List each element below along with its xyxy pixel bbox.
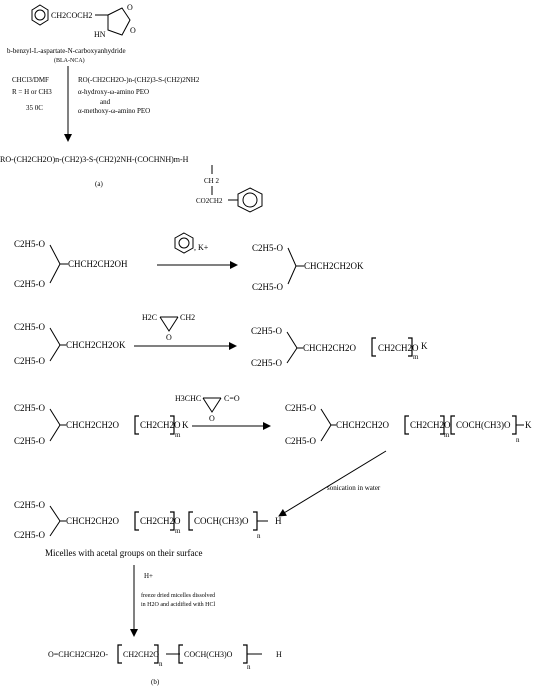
step3-right-top: C2H5-O (285, 403, 316, 413)
reactant-group: CH2COCH2 (51, 11, 92, 20)
micelle-m: m (175, 527, 181, 535)
sonication-label: sonication in water (327, 484, 381, 492)
step3-reagent-o: O (209, 414, 215, 423)
label-a: (a) (95, 180, 103, 188)
micelle-bottom: C2H5-O (14, 530, 45, 540)
step3-right-chain: CHCH2CH2O (336, 420, 390, 430)
cond-temp: 35 0C (26, 104, 43, 112)
micelle-repeat2: COCH(CH3)O (194, 516, 249, 526)
reagent-line2: α-hydroxy-ω-amino PEO (78, 88, 149, 96)
step3-right-bottom: C2H5-O (285, 436, 316, 446)
reactant-o1: O (127, 3, 133, 12)
step2-right-m: m (413, 353, 419, 361)
micelle-chain: CHCH2CH2O (66, 516, 120, 526)
bracket-close (408, 337, 413, 357)
step-2: C2H5-O C2H5-O CHCH2CH2OK H2C CH2 O C2H5-… (14, 313, 428, 368)
reagent-line3: and (100, 98, 111, 106)
final-h: H (276, 650, 282, 659)
benzene-ring-icon (31, 4, 49, 26)
step3-left-top: C2H5-O (14, 403, 45, 413)
step1-right-bottom: C2H5-O (252, 282, 283, 292)
reagent-line1: RO(-CH2CH2O-)n-(CH2)3-S-(CH2)2NH2 (78, 76, 200, 84)
final-n: n (247, 663, 251, 671)
step3-left-repeat: CH2CH2O (140, 420, 181, 430)
final-repeat1: CH2CH2O (123, 650, 159, 659)
micelle-top: C2H5-O (14, 500, 45, 510)
step3-left-bottom: C2H5-O (14, 436, 45, 446)
step1-left-top: C2H5-O (14, 239, 45, 249)
acid-line1: freeze dried micelles dissolved (141, 592, 215, 599)
reactant-name: b-benzyl-L-aspartate-N-carboxyanhydride (7, 47, 126, 55)
step3-left-k: K (182, 420, 189, 430)
step2-epoxide-left: H2C (142, 313, 157, 322)
step2-epoxide-o: O (166, 333, 172, 342)
step3-left-chain: CHCH2CH2O (66, 420, 120, 430)
step2-epoxide-right: CH2 (180, 313, 195, 322)
cond-r: R = H or CH3 (12, 88, 52, 96)
reactant-o2: O (130, 26, 136, 35)
reactant-abbr: (BLA-NCA) (54, 57, 85, 64)
step2-right-top: C2H5-O (251, 326, 282, 336)
step3-right-n: n (516, 436, 520, 444)
step2-left-top: C2H5-O (14, 322, 45, 332)
product-line: RO-(CH2CH2O)n-(CH2)3-S-(CH2)2NH-(COCHNH)… (0, 155, 189, 164)
bracket-open (371, 337, 376, 357)
micelle-structure: C2H5-O C2H5-O CHCH2CH2O CH2CH2O m COCH(C… (14, 500, 282, 558)
part-a: CH2COCH2 O O HN b-benzyl-L-aspartate-N-c… (0, 3, 263, 213)
step2-right-repeat: CH2CH2O (378, 343, 419, 353)
step-1: C2H5-O C2H5-O CHCH2CH2OH , K+ C2H5-O C2H… (14, 232, 364, 292)
reactant-nh: HN (94, 30, 106, 39)
reagent-line4: α-methoxy-ω-amino PEO (78, 107, 150, 115)
part-b: C2H5-O C2H5-O CHCH2CH2OH , K+ C2H5-O C2H… (14, 232, 532, 686)
acid-line2: in H2O and acidified with HCl (141, 601, 215, 608)
nca-ring: O O HN (94, 3, 136, 39)
step1-reagent-k: , K+ (194, 243, 209, 252)
cond-solvent: CHCl3/DMF (12, 76, 49, 84)
step3-right-m: m (444, 431, 450, 439)
acid-h: H+ (144, 572, 153, 580)
step3-right-repeat2: COCH(CH3)O (456, 420, 511, 430)
product-co2ch2: CO2CH2 (196, 197, 223, 205)
step1-right-chain: CHCH2CH2OK (304, 261, 364, 271)
final-chain: O=CHCH2CH2O- (48, 650, 108, 659)
micelle-h: H (275, 516, 282, 526)
final-product: O=CHCH2CH2O- CH2CH2O n COCH(CH3)O n H (48, 644, 282, 671)
arrow-sonication (278, 450, 387, 517)
step2-right-chain: CHCH2CH2O (303, 343, 357, 353)
step3-reagent-right: C=O (224, 394, 240, 403)
micelle-n: n (257, 532, 261, 540)
product-benzene-icon (237, 187, 263, 213)
final-repeat2: COCH(CH3)O (184, 650, 233, 659)
label-b: (b) (151, 678, 160, 686)
step3-left-m: m (175, 431, 181, 439)
step1-left-bottom: C2H5-O (14, 279, 45, 289)
step-3: C2H5-O C2H5-O CHCH2CH2O CH2CH2O m K H3CH… (14, 394, 532, 446)
step2-right-k: K (421, 341, 428, 351)
step1-right-top: C2H5-O (252, 243, 283, 253)
final-m: n (159, 660, 163, 668)
step2-left-bottom: C2H5-O (14, 356, 45, 366)
step2-right-bottom: C2H5-O (251, 358, 282, 368)
micelle-caption: Micelles with acetal groups on their sur… (45, 548, 202, 558)
step3-right-repeat1: CH2CH2O (410, 420, 451, 430)
step1-left-chain: CHCH2CH2OH (68, 259, 128, 269)
product-ch2: CH 2 (204, 177, 219, 185)
step2-left-chain: CHCH2CH2OK (66, 340, 126, 350)
phenyl-reagent-icon (174, 232, 194, 254)
step3-reagent-left: H3CHC (175, 394, 201, 403)
micelle-repeat1: CH2CH2O (140, 516, 181, 526)
step3-right-k: K (525, 420, 532, 430)
